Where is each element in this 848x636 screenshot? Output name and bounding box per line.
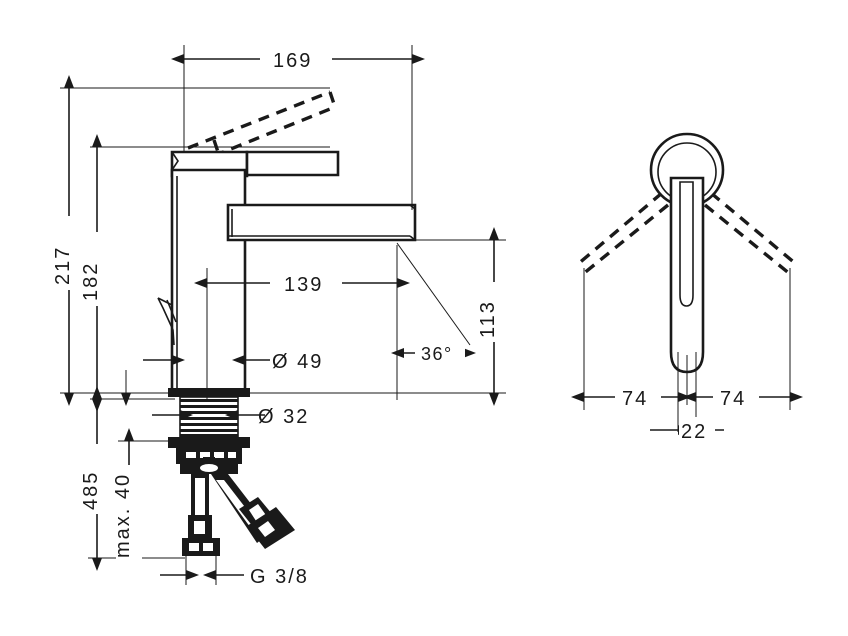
dim-74-left: 74 (571, 384, 691, 410)
dim-label-182: 182 (80, 262, 102, 301)
dim-label-74-left: 74 (622, 388, 648, 410)
dim-label-485: 485 (80, 471, 102, 510)
dim-169: 169 (171, 45, 425, 210)
dim-diameter-49: Ø 49 (143, 351, 323, 373)
threaded-shank (179, 396, 239, 438)
pull-rod-clip-detail (157, 297, 177, 346)
base-flange (168, 388, 250, 397)
dim-label-diameter-32: Ø 32 (258, 406, 309, 428)
dim-label-max-40: max. 40 (112, 473, 134, 558)
dim-thread-g38: G 3/8 (160, 551, 309, 588)
faucet-body-column (170, 168, 247, 392)
dim-label-139: 139 (284, 274, 323, 296)
dim-label-diameter-49: Ø 49 (272, 351, 323, 373)
dim-22: 22 (650, 417, 724, 443)
dim-217: 217 (52, 75, 330, 406)
dim-36-degrees: 36° (391, 242, 476, 366)
dim-label-113: 113 (477, 300, 499, 338)
dim-label-36-degrees: 36° (421, 344, 453, 364)
spout-block (226, 203, 417, 242)
dim-diameter-32: Ø 32 (152, 406, 309, 428)
dim-label-thread-g38: G 3/8 (250, 566, 309, 588)
front-view-dimensions: 169 217 182 139 (52, 45, 507, 588)
dim-182: 182 (80, 134, 330, 412)
flexible-supply-hoses (182, 474, 295, 556)
dim-label-74-right: 74 (720, 388, 746, 410)
lever-body-plan (669, 176, 705, 374)
dim-max-40: max. 40 (112, 428, 180, 561)
top-view-dimensions: 74 74 22 (571, 268, 803, 443)
dim-label-22: 22 (681, 421, 707, 443)
lever-handle (170, 150, 340, 178)
dim-485: 485 (80, 386, 185, 571)
dim-label-217: 217 (52, 246, 74, 285)
mounting-nut-assembly (168, 437, 250, 474)
dim-139: 139 (194, 245, 410, 400)
dim-113: 113 (250, 227, 507, 406)
dim-label-169: 169 (273, 50, 312, 72)
dim-74-right: 74 (683, 384, 803, 410)
